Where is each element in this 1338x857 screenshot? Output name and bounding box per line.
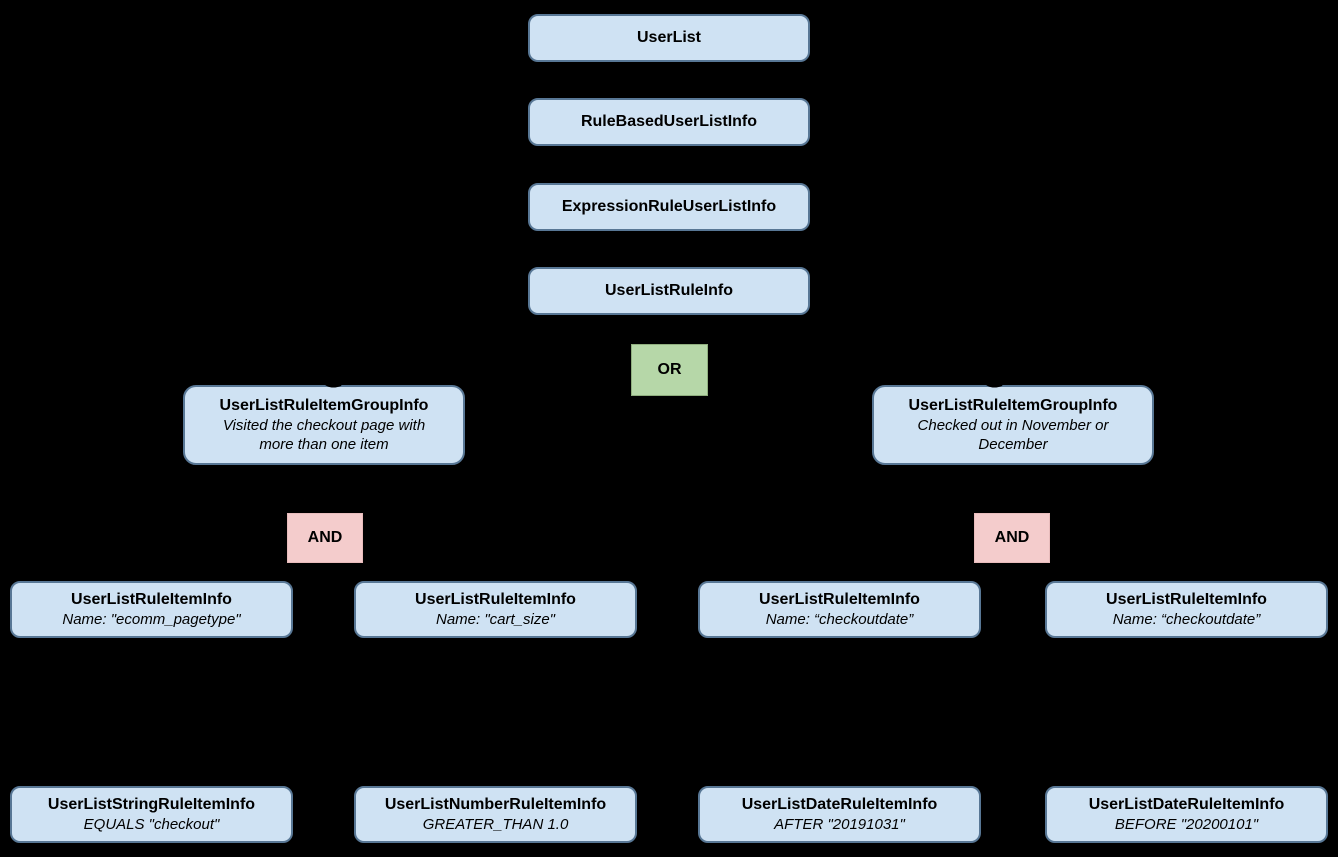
- node-or-operator: OR: [631, 344, 708, 396]
- connector-arrowhead-icon: [979, 375, 1008, 388]
- node-subtitle: Visited the checkout page with more than…: [222, 417, 426, 453]
- node-title: UserListStringRuleItemInfo: [47, 796, 256, 813]
- node-ruleitem-ecomm-pagetype: UserListRuleItemInfo Name: "ecomm_pagety…: [10, 581, 293, 638]
- node-title: UserListDateRuleItemInfo: [741, 796, 938, 813]
- node-title: UserListDateRuleItemInfo: [1088, 796, 1285, 813]
- node-expressionruleuserlistinfo: ExpressionRuleUserListInfo: [528, 183, 810, 231]
- node-subtitle: Name: “checkoutdate”: [765, 611, 914, 628]
- node-subtitle: Name: “checkoutdate”: [1112, 611, 1261, 628]
- node-userlistruleinfo: UserListRuleInfo: [528, 267, 810, 315]
- node-subtitle: AFTER "20191031": [774, 816, 905, 833]
- node-numberruleitem: UserListNumberRuleItemInfo GREATER_THAN …: [354, 786, 637, 843]
- node-subtitle: EQUALS "checkout": [83, 816, 220, 833]
- node-rulebaseduserlistinfo: RuleBasedUserListInfo: [528, 98, 810, 146]
- node-title: UserListNumberRuleItemInfo: [384, 796, 607, 813]
- node-group-right: UserListRuleItemGroupInfo Checked out in…: [872, 385, 1154, 465]
- node-stringruleitem: UserListStringRuleItemInfo EQUALS "check…: [10, 786, 293, 843]
- node-subtitle: Name: "ecomm_pagetype": [62, 611, 241, 628]
- node-title: UserListRuleItemInfo: [71, 591, 232, 608]
- node-subtitle: Checked out in November or December: [917, 417, 1109, 453]
- node-title: UserListRuleInfo: [604, 282, 733, 299]
- node-title: UserListRuleItemInfo: [759, 591, 920, 608]
- node-title: UserListRuleItemInfo: [415, 591, 576, 608]
- node-ruleitem-cart-size: UserListRuleItemInfo Name: "cart_size": [354, 581, 637, 638]
- node-title: ExpressionRuleUserListInfo: [561, 198, 777, 215]
- node-userlist: UserList: [528, 14, 810, 62]
- node-and-right: AND: [974, 513, 1050, 563]
- node-title: UserListRuleItemInfo: [1106, 591, 1267, 608]
- node-subtitle: Name: "cart_size": [435, 611, 556, 628]
- node-title: RuleBasedUserListInfo: [580, 113, 758, 130]
- connector-arrowhead-icon: [318, 375, 347, 388]
- node-ruleitem-checkoutdate-2: UserListRuleItemInfo Name: “checkoutdate…: [1045, 581, 1328, 638]
- node-subtitle: BEFORE "20200101": [1114, 816, 1259, 833]
- node-ruleitem-checkoutdate-1: UserListRuleItemInfo Name: “checkoutdate…: [698, 581, 981, 638]
- operator-label: AND: [307, 529, 343, 546]
- node-and-left: AND: [287, 513, 363, 563]
- node-dateruleitem-after: UserListDateRuleItemInfo AFTER "20191031…: [698, 786, 981, 843]
- operator-label: AND: [994, 529, 1030, 546]
- node-title: UserListRuleItemGroupInfo: [219, 397, 429, 414]
- node-subtitle: GREATER_THAN 1.0: [422, 816, 569, 833]
- operator-label: OR: [657, 361, 682, 378]
- node-title: UserList: [636, 29, 702, 46]
- node-dateruleitem-before: UserListDateRuleItemInfo BEFORE "2020010…: [1045, 786, 1328, 843]
- node-group-left: UserListRuleItemGroupInfo Visited the ch…: [183, 385, 465, 465]
- node-title: UserListRuleItemGroupInfo: [908, 397, 1118, 414]
